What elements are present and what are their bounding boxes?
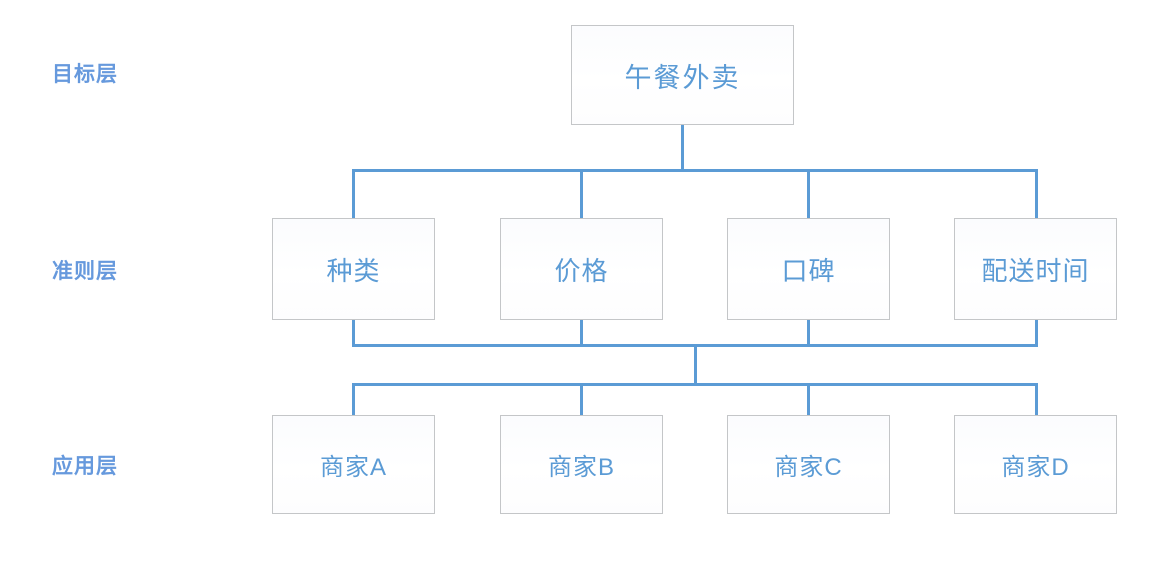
connector-goal-to-criteria-2 — [580, 169, 583, 219]
connector-criteria-3-stem — [807, 320, 810, 347]
connector-bus-link — [694, 344, 697, 386]
node-alt-2-label: 商家B — [547, 454, 615, 481]
node-criteria-2-label: 价格 — [554, 255, 609, 286]
connector-goal-to-criteria-3 — [807, 169, 810, 219]
connector-goal-to-criteria-1 — [352, 169, 355, 219]
node-goal-label: 午餐外卖 — [624, 62, 741, 93]
connector-criteria-2-stem — [580, 320, 583, 347]
layer-label-alternatives: 应用层 — [52, 455, 118, 478]
node-goal-lunch-takeout[interactable]: 午餐外卖 — [571, 25, 794, 125]
node-alt-3-label: 商家C — [774, 454, 843, 481]
node-criteria-price[interactable]: 价格 — [500, 218, 663, 320]
connector-goal-stem — [681, 125, 684, 172]
connector-criteria-1-stem — [352, 320, 355, 347]
layer-label-goal: 目标层 — [52, 63, 118, 86]
connector-criteria-4-stem — [1035, 320, 1038, 347]
node-criteria-delivery-time[interactable]: 配送时间 — [954, 218, 1117, 320]
node-criteria-3-label: 口碑 — [781, 255, 836, 286]
node-alternative-merchant-c[interactable]: 商家C — [727, 415, 890, 514]
node-criteria-reputation[interactable]: 口碑 — [727, 218, 890, 320]
node-criteria-1-label: 种类 — [326, 255, 381, 286]
node-criteria-4-label: 配送时间 — [981, 255, 1090, 286]
node-alternative-merchant-b[interactable]: 商家B — [500, 415, 663, 514]
layer-label-criteria: 准则层 — [52, 260, 118, 283]
node-alt-1-label: 商家A — [319, 454, 387, 481]
connector-bus-to-alt-4 — [1035, 383, 1038, 416]
node-criteria-category[interactable]: 种类 — [272, 218, 435, 320]
node-alternative-merchant-a[interactable]: 商家A — [272, 415, 435, 514]
connector-goal-bus — [352, 169, 1038, 172]
connector-bus-to-alt-2 — [580, 383, 583, 416]
connector-goal-to-criteria-4 — [1035, 169, 1038, 219]
node-alt-4-label: 商家D — [1001, 454, 1070, 481]
connector-alternatives-bus — [352, 383, 1038, 386]
connector-bus-to-alt-3 — [807, 383, 810, 416]
connector-bus-to-alt-1 — [352, 383, 355, 416]
node-alternative-merchant-d[interactable]: 商家D — [954, 415, 1117, 514]
